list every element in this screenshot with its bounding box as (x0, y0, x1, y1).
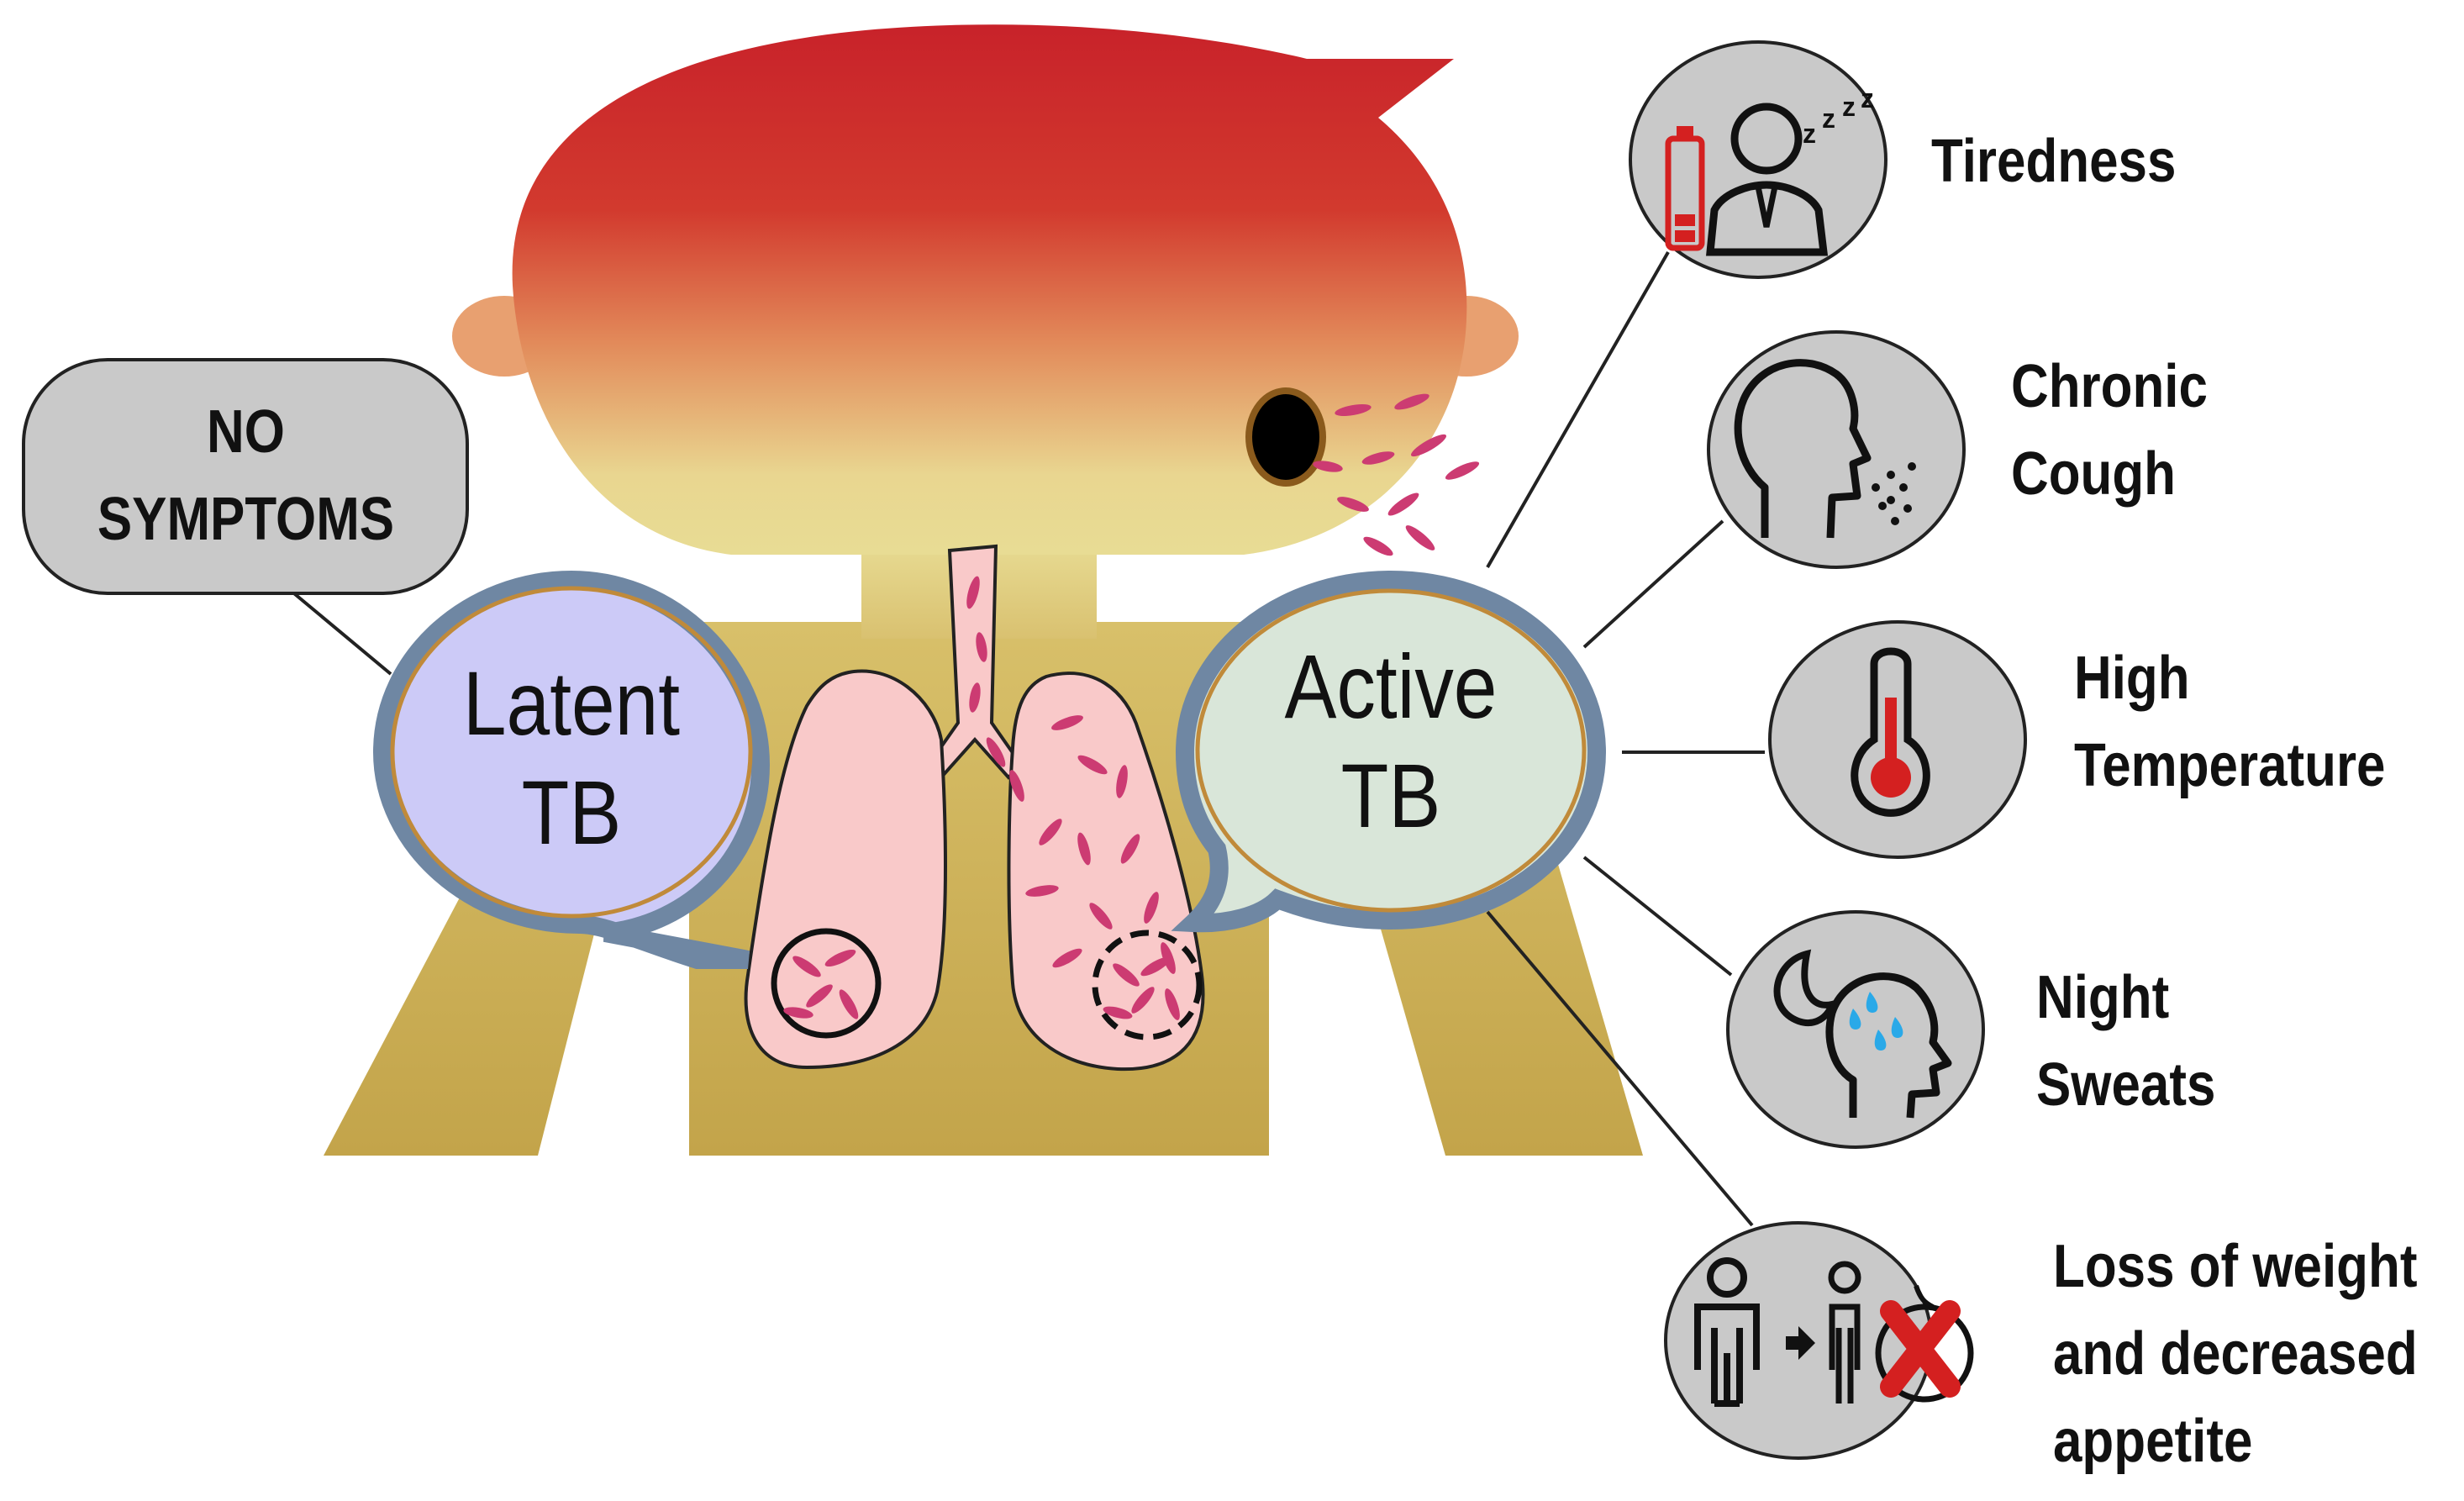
trachea (926, 544, 1024, 780)
weight-line-2: and decreased (2053, 1320, 2418, 1388)
line-no-symptoms (288, 588, 392, 676)
active-bubble-shape (1171, 570, 1607, 933)
latent-tb-label: Latent TB (427, 649, 716, 867)
lung-bacteria (966, 576, 1176, 974)
exhaled-bacteria (1313, 393, 1480, 556)
latent-granuloma (771, 928, 882, 1039)
no-symptoms-line-2: SYMPTOMS (97, 486, 395, 553)
latent-tb-line-2: TB (521, 761, 622, 863)
svg-text:z: z (1842, 92, 1856, 122)
no-symptoms-line-1: NO (207, 398, 285, 466)
line-sweats (1582, 856, 1733, 977)
temperature-line-1: High (2074, 645, 2190, 712)
chronic-cough-label: Chronic Cough (2011, 343, 2208, 518)
left-lung (744, 669, 947, 1070)
high-temperature-label: High Temperature (2074, 635, 2385, 809)
line-tiredness (1486, 251, 1670, 568)
tiredness-label: Tiredness (1931, 118, 2176, 205)
svg-text:z: z (1803, 118, 1816, 149)
no-symptoms-box (22, 358, 469, 595)
weight-line-3: appetite (2053, 1408, 2253, 1475)
thermometer-icon (1768, 620, 2027, 859)
line-weight (1486, 910, 1754, 1227)
symptom-icons: z z z z (1629, 40, 2027, 1460)
active-tb-line-1: Active (1284, 635, 1498, 737)
tiredness-line-1: Tiredness (1931, 128, 2177, 195)
cough-icon (1707, 330, 1966, 569)
svg-text:z: z (1861, 83, 1874, 113)
active-tb-line-2: TB (1340, 745, 1441, 846)
tiredness-icon: z z z z (1629, 40, 1887, 279)
connector-lines (288, 251, 1765, 1227)
latent-bubble-shape (372, 570, 771, 969)
temperature-line-2: Temperature (2074, 732, 2386, 799)
night-sweats-icon (1726, 910, 1985, 1149)
sweats-line-1: Night (2036, 964, 2170, 1031)
active-granuloma (1092, 930, 1203, 1040)
no-symptoms-label: NO SYMPTOMS (63, 388, 428, 563)
line-cough (1582, 519, 1724, 649)
head-shape (512, 24, 1467, 555)
latent-tb-line-1: Latent (462, 652, 681, 754)
cough-line-2: Cough (2011, 440, 2177, 508)
active-tb-label: Active TB (1239, 632, 1542, 851)
svg-text:z: z (1822, 103, 1835, 134)
weight-loss-icon (1664, 1221, 1974, 1460)
weight-loss-label: Loss of weight and decreased appetite (2053, 1223, 2418, 1485)
cough-line-1: Chronic (2011, 353, 2208, 420)
night-sweats-label: Night Sweats (2036, 954, 2215, 1129)
weight-line-1: Loss of weight (2053, 1233, 2418, 1300)
sweats-line-2: Sweats (2036, 1051, 2216, 1119)
mouth (1245, 387, 1326, 487)
